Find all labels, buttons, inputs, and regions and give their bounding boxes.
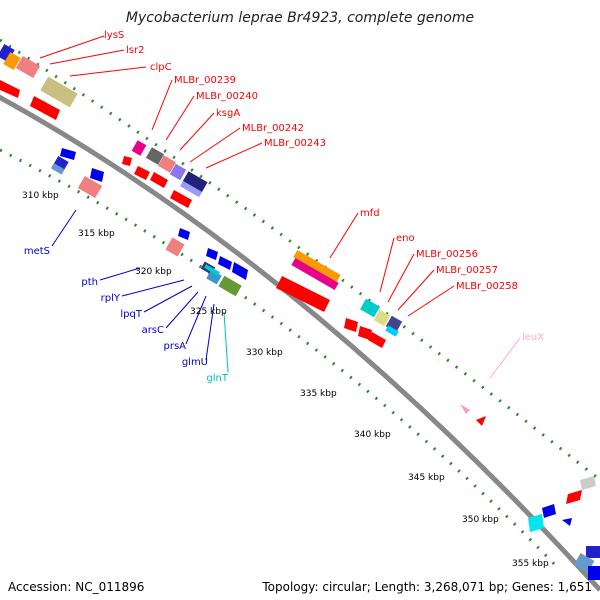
gene-label-mlbr00240: MLBr_00240 bbox=[196, 91, 258, 102]
gene-label-ksga: ksgA bbox=[216, 108, 240, 119]
gene-label-pth: pth bbox=[81, 277, 98, 288]
gene-label-lyss: lysS bbox=[104, 30, 124, 41]
gene-label-arsc: arsC bbox=[142, 325, 164, 336]
tick-label: 345 kbp bbox=[408, 473, 445, 483]
feature-blocks-310 bbox=[51, 148, 104, 199]
gene-label-lpqt: lpqT bbox=[120, 309, 142, 320]
gene-label-mfd: mfd bbox=[360, 208, 380, 219]
topology-text: Topology: circular; Length: 3,268,071 bp… bbox=[262, 580, 592, 594]
gene-label-clpc: clpC bbox=[150, 62, 172, 73]
reverse-labels: metS pth rplY lpqT arsC prsA glmU bbox=[24, 246, 208, 368]
forward-leaders bbox=[39, 35, 455, 317]
feature-blocks-00239 bbox=[122, 140, 208, 208]
tick-label: 330 kbp bbox=[246, 348, 283, 358]
pseudo-leader bbox=[489, 337, 521, 379]
gene-label-eno: eno bbox=[396, 233, 415, 244]
gene-label-leux: leuX bbox=[522, 332, 544, 343]
gene-label-mlbr00258: MLBr_00258 bbox=[456, 281, 518, 292]
gene-label-lsr2: lsr2 bbox=[126, 45, 144, 56]
map-title: Mycobacterium leprae Br4923, complete ge… bbox=[126, 10, 474, 26]
gene-label-glnt: glnT bbox=[206, 373, 228, 384]
trna-leader bbox=[223, 311, 229, 373]
gene-label-prsa: prsA bbox=[163, 341, 186, 352]
tick-label: 350 kbp bbox=[462, 515, 499, 525]
tick-label: 320 kbp bbox=[135, 267, 172, 277]
reverse-leaders bbox=[51, 209, 215, 361]
tick-label: 310 kbp bbox=[22, 191, 59, 201]
tick-label: 340 kbp bbox=[354, 430, 391, 440]
genome-backbone bbox=[0, 94, 600, 592]
gene-label-mets: metS bbox=[24, 246, 50, 257]
gene-label-mlbr00239: MLBr_00239 bbox=[174, 75, 236, 86]
track-guides bbox=[0, 38, 600, 572]
feature-blocks-mfd bbox=[276, 250, 403, 348]
gene-label-mlbr00243: MLBr_00243 bbox=[264, 138, 326, 149]
feature-blocks-leux bbox=[460, 404, 486, 426]
tick-labels: 310 kbp 315 kbp 320 kbp 325 kbp 330 kbp … bbox=[22, 191, 549, 569]
feature-blocks-top-left bbox=[0, 43, 78, 120]
tick-label: 335 kbp bbox=[300, 389, 337, 399]
tick-label: 315 kbp bbox=[78, 229, 115, 239]
tick-label: 325 kbp bbox=[190, 307, 227, 317]
gene-label-mlbr00257: MLBr_00257 bbox=[436, 265, 498, 276]
gene-label-mlbr00256: MLBr_00256 bbox=[416, 249, 478, 260]
gene-label-rply: rplY bbox=[101, 293, 121, 304]
gene-label-mlbr00242: MLBr_00242 bbox=[242, 123, 304, 134]
tick-label: 355 kbp bbox=[512, 559, 549, 569]
gene-label-glmu: glmU bbox=[182, 357, 208, 368]
feature-blocks-320 bbox=[165, 228, 248, 297]
accession-text: Accession: NC_011896 bbox=[8, 580, 145, 594]
feature-blocks-bottom-right bbox=[528, 476, 600, 580]
forward-labels: lysS lsr2 clpC MLBr_00239 MLBr_00240 ksg… bbox=[104, 30, 518, 292]
